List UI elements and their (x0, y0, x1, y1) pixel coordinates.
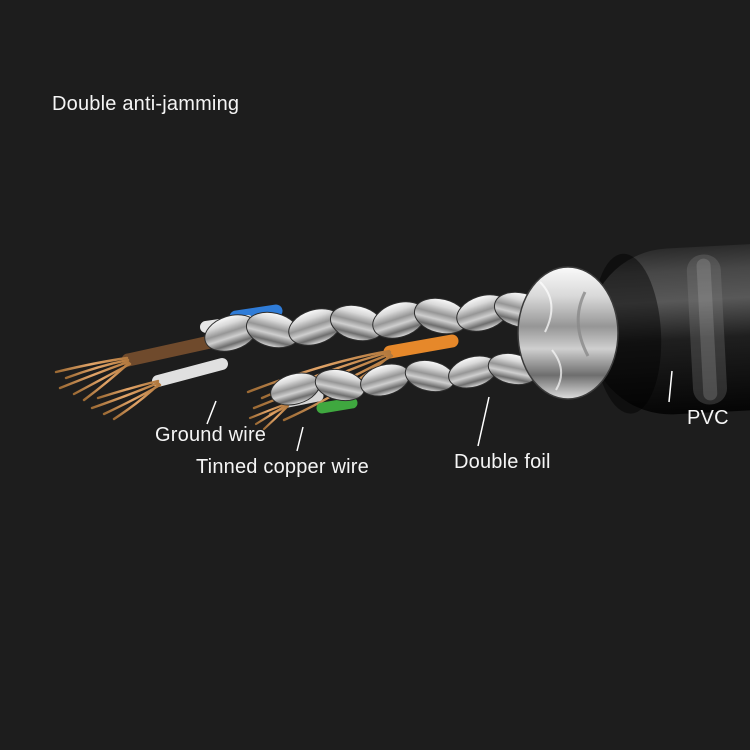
callout-ground-wire: Ground wire (155, 424, 267, 446)
jacket-cut-face (592, 253, 662, 414)
ground-wire (152, 358, 228, 387)
cable-jacket (587, 243, 750, 415)
twisted-foil-pair-lower (270, 352, 539, 406)
twisted-foil-pair-upper (204, 291, 549, 352)
leader-ground-wire (206, 400, 217, 425)
double-foil-collar (517, 266, 619, 400)
orange-wire (383, 334, 459, 359)
callout-pvc: PVC (687, 407, 729, 429)
green-wire (316, 397, 358, 414)
leader-double-foil (477, 396, 490, 447)
callout-double-foil: Double foil (454, 451, 551, 473)
leader-lines (206, 370, 673, 452)
title-double-anti-jamming: Double anti-jamming (52, 93, 240, 115)
leader-pvc (668, 370, 673, 403)
copper-strands-ground (90, 379, 162, 421)
leader-tinned-copper (296, 426, 304, 452)
brown-wire (121, 335, 217, 367)
copper-strands-brown (54, 356, 132, 402)
callout-tinned-copper-wire: Tinned copper wire (196, 456, 369, 478)
